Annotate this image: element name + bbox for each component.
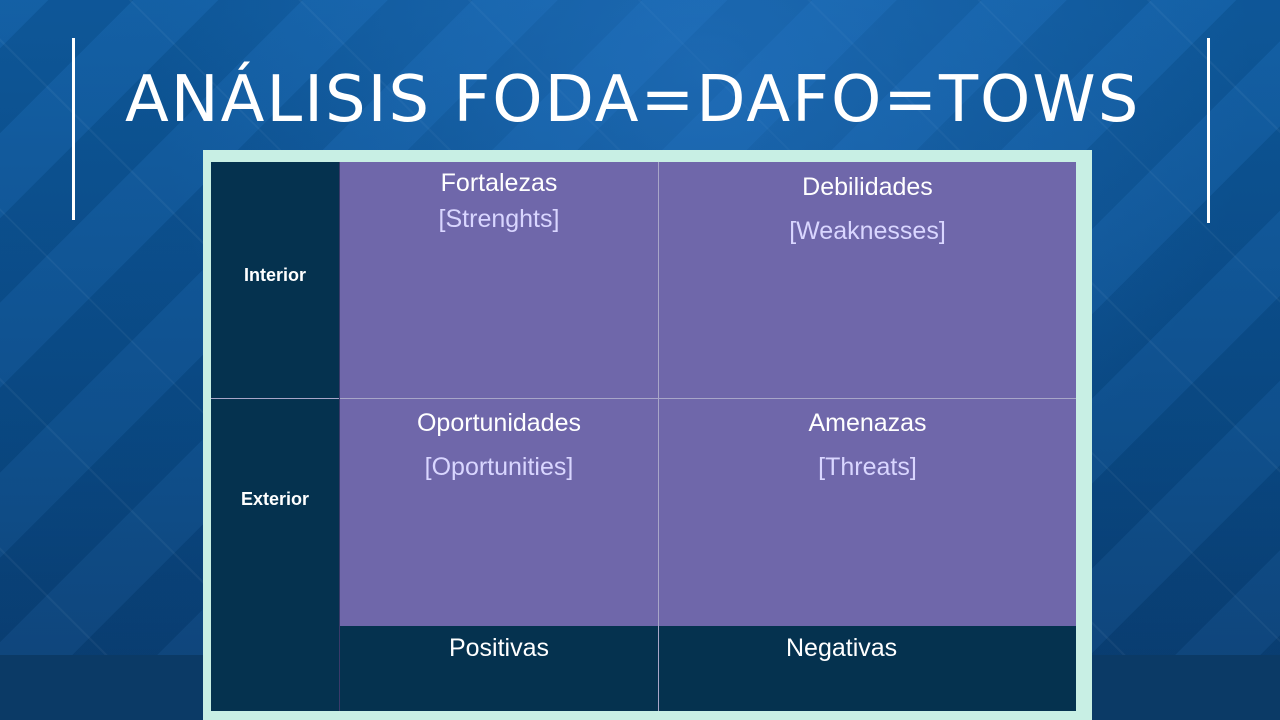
quadrant-subtitle: [Weaknesses] — [789, 217, 946, 245]
quadrant-title: Amenazas — [808, 409, 927, 437]
grid-line — [658, 162, 659, 711]
row-label-text: Exterior — [240, 489, 310, 509]
column-label-positivas: Positivas — [339, 626, 659, 711]
grid-line — [211, 398, 339, 399]
quadrant-strengths: Fortalezas [Strenghts] — [339, 162, 659, 398]
row-label-text: Interior — [243, 265, 306, 285]
quadrant-weaknesses: Debilidades [Weaknesses] — [659, 162, 1076, 398]
row-label-interior: Interior — [211, 162, 339, 398]
slide-title: ANÁLISIS FODA=DAFO=TOWS — [125, 63, 1141, 137]
row-label-exterior: Exterior — [211, 398, 339, 626]
column-label-text: Negativas — [786, 634, 898, 662]
left-accent-line — [72, 38, 75, 220]
right-accent-line — [1207, 38, 1210, 223]
swot-table: Interior Exterior Fortalezas [Strenghts]… — [203, 150, 1092, 720]
column-label-text: Positivas — [448, 634, 550, 662]
quadrant-threats: Amenazas [Threats] — [659, 398, 1076, 626]
quadrant-subtitle: [Oportunities] — [424, 453, 574, 481]
corner-cell — [211, 626, 339, 711]
grid-line — [339, 162, 340, 711]
quadrant-title: Fortalezas — [440, 169, 558, 197]
quadrant-opportunities: Oportunidades [Oportunities] — [339, 398, 659, 626]
column-label-negativas: Negativas — [659, 626, 1076, 711]
quadrant-subtitle: [Strenghts] — [438, 205, 560, 233]
quadrant-subtitle: [Threats] — [818, 453, 917, 481]
quadrant-title: Oportunidades — [416, 409, 581, 437]
quadrant-title: Debilidades — [802, 173, 933, 201]
grid-line — [339, 398, 1076, 399]
